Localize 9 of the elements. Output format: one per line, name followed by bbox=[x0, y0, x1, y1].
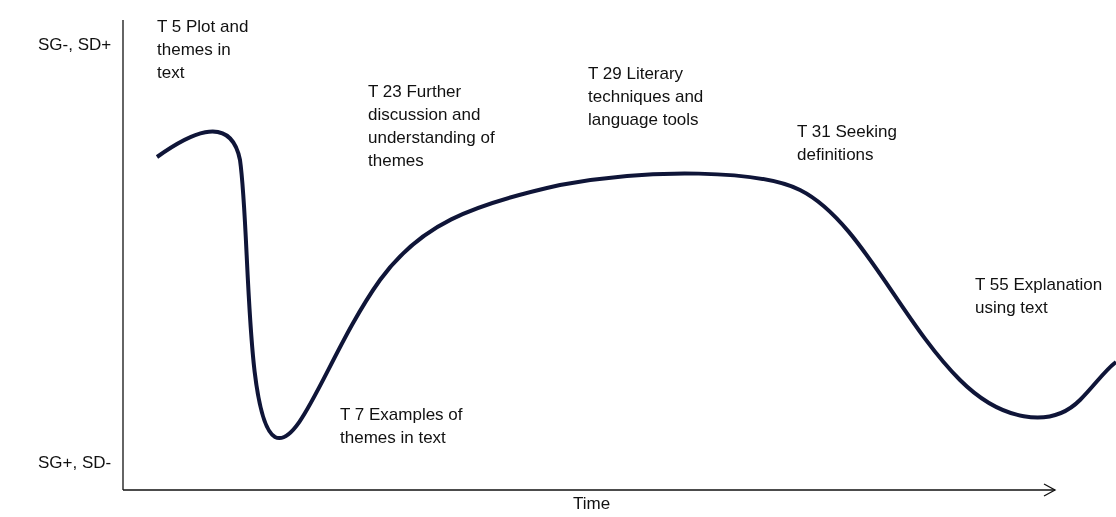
annotation-text: T 55 Explanation using text bbox=[975, 274, 1104, 319]
annotation-text: T 7 Examples of themes in text bbox=[340, 404, 464, 449]
annotation-text: T 5 Plot and themes in text bbox=[157, 16, 250, 84]
annotation-text: T 29 Literary techniques and language tools bbox=[588, 63, 705, 131]
axis-label: SG+, SD- bbox=[38, 452, 112, 474]
axis-label: SG-, SD+ bbox=[38, 34, 112, 56]
annotation-text: T 31 Seeking definitions bbox=[797, 121, 898, 166]
axis-label: Time bbox=[573, 493, 611, 515]
annotation-text: T 23 Further discussion and understanding of themes bbox=[368, 81, 496, 172]
